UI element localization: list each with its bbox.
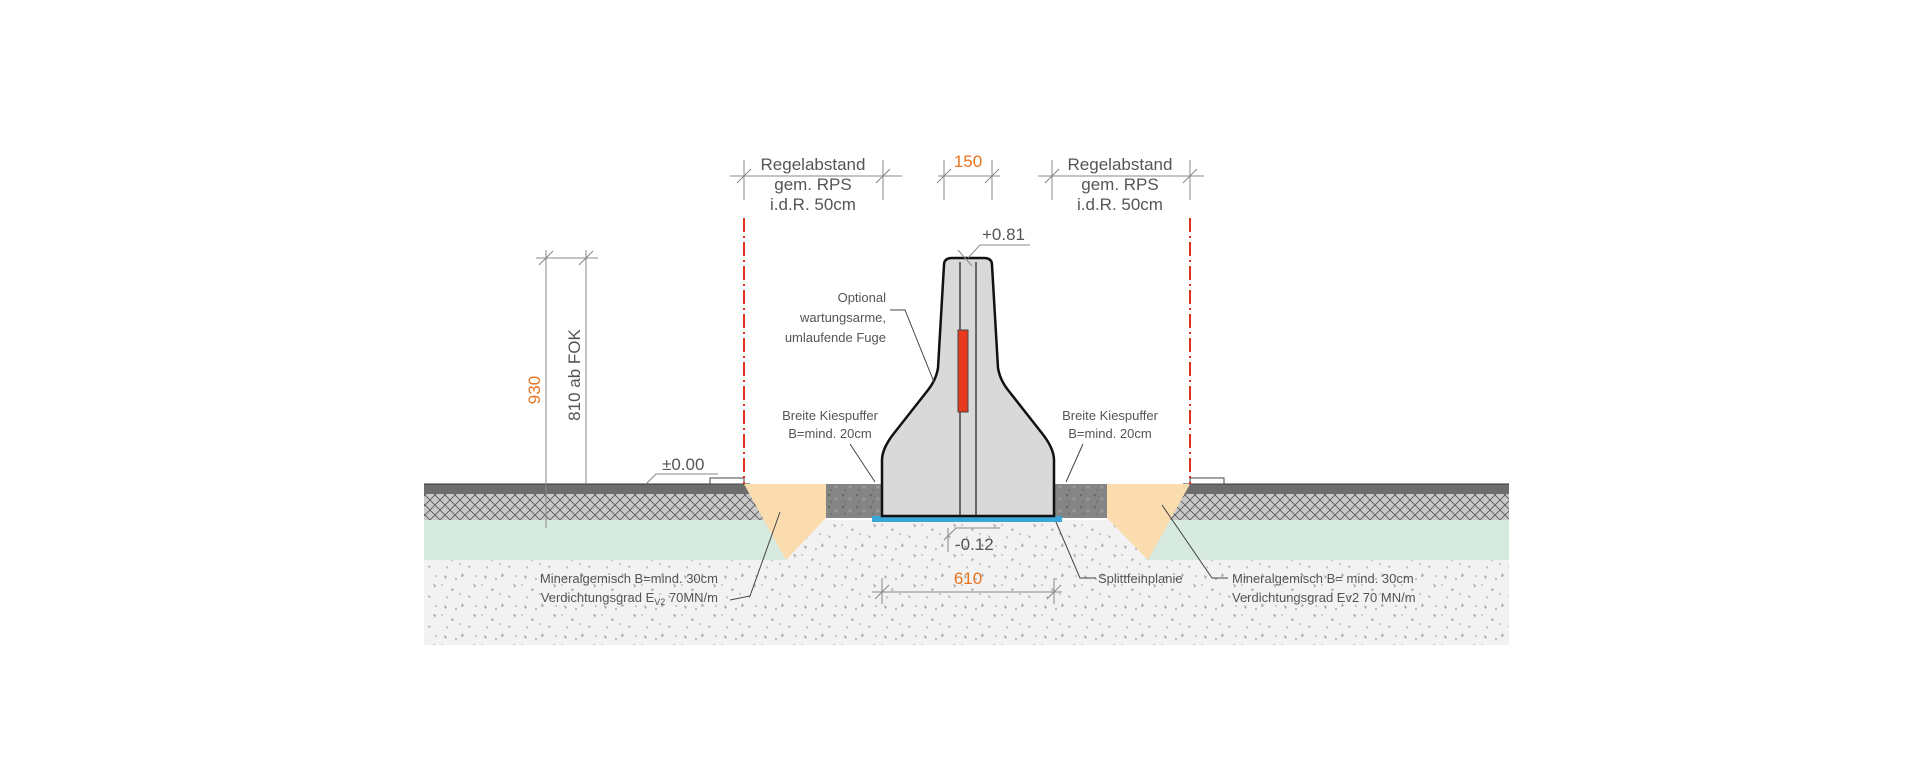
level-081-label: +0.81 [982, 225, 1025, 244]
concrete-barrier [880, 256, 1056, 518]
reflector [957, 329, 969, 413]
mineral-layer-left [424, 520, 788, 560]
base-course-right [1165, 494, 1509, 520]
sand-wedge-left [744, 484, 826, 560]
gravel-buffer-left [826, 484, 882, 518]
regelabstand-left-line3: i.d.R. 50cm [770, 195, 856, 214]
dimension-610-label: 610 [954, 569, 982, 588]
mineral-left-text-b: 70MN/m [665, 590, 718, 605]
mineralgemisch-right-line1: Mineralgemisch B= mind. 30cm [1232, 571, 1414, 586]
level-000-label: ±0.00 [662, 455, 704, 474]
mineral-layer-right [1145, 520, 1509, 560]
asphalt-left [424, 484, 750, 494]
text-labels: Regelabstand gem. RPS i.d.R. 50cm Regela… [525, 152, 1416, 607]
mineralgemisch-left-line2: Verdichtungsgrad EV2 70MN/m [541, 590, 718, 607]
kiespuffer-right-line1: Breite Kiespuffer [1062, 408, 1159, 423]
dimension-lines-top [730, 160, 1204, 200]
mineral-left-subscript: V2 [654, 597, 665, 607]
kiespuffer-left-line2: B=mind. 20cm [788, 426, 871, 441]
mineralgemisch-right-line2: Verdichtungsgrad Ev2 70 MN/m [1232, 590, 1416, 605]
level-markers [645, 244, 1030, 552]
leader-lines [729, 309, 1228, 601]
curb-plate-right [1189, 477, 1225, 485]
base-course-left [424, 494, 768, 520]
sand-wedge-right [1107, 484, 1190, 560]
optional-joint-line1: Optional [838, 290, 887, 305]
dimension-810-label: 810 ab FOK [565, 329, 584, 421]
regelabstand-right-line1: Regelabstand [1068, 155, 1173, 174]
mineralgemisch-left-line1: Mineralgemisch B=mind. 30cm [540, 571, 718, 586]
regelabstand-right-line3: i.d.R. 50cm [1077, 195, 1163, 214]
dimension-150-label: 150 [954, 152, 982, 171]
dimension-930-label: 930 [525, 376, 544, 404]
splitt-bedding [872, 516, 1062, 522]
optional-joint-line2: wartungsarme, [799, 310, 886, 325]
subsoil-centre [768, 520, 1165, 560]
regelabstand-left-line1: Regelabstand [761, 155, 866, 174]
kiespuffer-left-line1: Breite Kiespuffer [782, 408, 879, 423]
regelabstand-left-line2: gem. RPS [774, 175, 851, 194]
regelabstand-right-line2: gem. RPS [1081, 175, 1158, 194]
gravel-buffer-right [1052, 484, 1107, 518]
asphalt-right [1183, 484, 1509, 494]
level-012-label: -0.12 [955, 535, 994, 554]
curb-plate-left [709, 477, 745, 485]
mineral-left-text-a: Verdichtungsgrad E [541, 590, 655, 605]
kiespuffer-right-line2: B=mind. 20cm [1068, 426, 1151, 441]
dimension-610 [872, 578, 1062, 604]
ground-layers [424, 477, 1509, 645]
optional-joint-line3: umlaufende Fuge [785, 330, 886, 345]
dimension-lines-vertical [536, 250, 598, 528]
splittfeinplanie-label: Splittfeinplanie [1098, 571, 1183, 586]
